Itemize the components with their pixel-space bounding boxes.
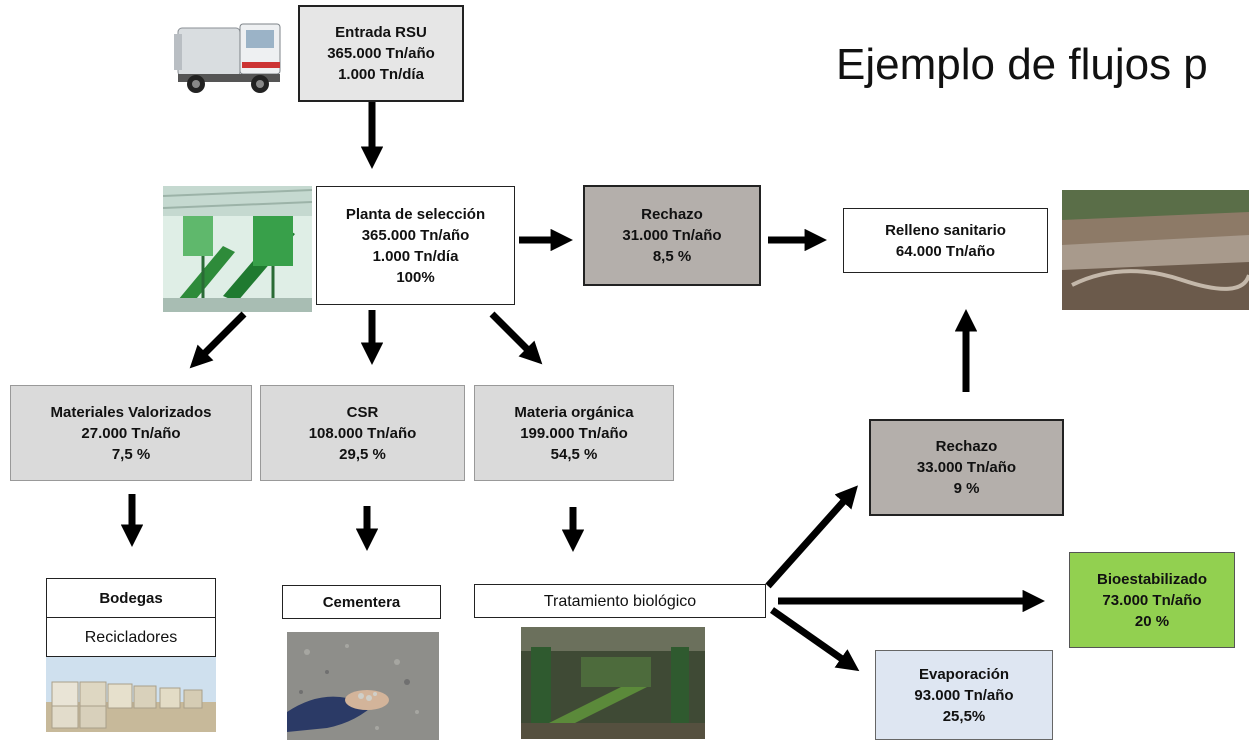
node-planta-percent: 100%: [396, 268, 435, 286]
arrow-tratamiento-to-evaporacion: [769, 607, 860, 672]
node-tratamiento-biologico: Tratamiento biológico: [474, 584, 766, 618]
biological-plant-image: [521, 627, 705, 739]
node-materiales-valorizados: Materiales Valorizados 27.000 Tn/año 7,5…: [10, 385, 252, 481]
sorting-plant-image: [163, 186, 312, 312]
node-rechazo2-annual: 33.000 Tn/año: [916, 459, 1017, 476]
node-relleno-title: Relleno sanitario: [885, 221, 1006, 239]
node-evaporacion-title: Evaporación: [918, 665, 1010, 683]
node-recicladores-title: Recicladores: [84, 628, 178, 646]
node-relleno-sanitario: Relleno sanitario 64.000 Tn/año: [843, 208, 1048, 273]
node-rechazo1-title: Rechazo: [641, 206, 703, 223]
node-planta-seleccion: Planta de selección 365.000 Tn/año 1.000…: [316, 186, 515, 305]
arrow-planta-to-materiales: [189, 311, 247, 369]
node-bodegas: Bodegas: [46, 578, 216, 618]
node-rechazo2-title: Rechazo: [935, 438, 998, 455]
arrow-planta-to-organica: [489, 311, 543, 365]
landfill-image: [1062, 190, 1249, 310]
node-evaporacion-annual: 93.000 Tn/año: [914, 686, 1014, 704]
arrow-tratamiento-to-rechazo2: [765, 485, 858, 589]
node-entrada-annual: 365.000 Tn/año: [327, 45, 435, 62]
node-organica-annual: 199.000 Tn/año: [520, 424, 628, 442]
slide-title: Ejemplo de flujos p: [836, 40, 1208, 89]
node-bioestabilizado: Bioestabilizado 73.000 Tn/año 20 %: [1069, 552, 1235, 648]
node-materiales-annual: 27.000 Tn/año: [81, 424, 181, 442]
node-planta-daily: 1.000 Tn/día: [372, 247, 459, 265]
node-csr: CSR 108.000 Tn/año 29,5 %: [260, 385, 465, 481]
node-entrada-title: Entrada RSU: [335, 24, 427, 41]
node-rechazo-2: Rechazo 33.000 Tn/año 9 %: [869, 419, 1064, 516]
node-planta-title: Planta de selección: [345, 205, 486, 223]
node-rechazo2-percent: 9 %: [953, 480, 980, 497]
node-evaporacion-percent: 25,5%: [942, 707, 986, 725]
node-organica-title: Materia orgánica: [514, 403, 634, 421]
node-bioestabilizado-annual: 73.000 Tn/año: [1102, 591, 1202, 609]
node-evaporacion: Evaporación 93.000 Tn/año 25,5%: [875, 650, 1053, 740]
bales-image: [46, 656, 216, 732]
node-bodegas-title: Bodegas: [99, 589, 163, 607]
node-csr-annual: 108.000 Tn/año: [308, 424, 417, 442]
node-materiales-percent: 7,5 %: [111, 445, 151, 463]
node-csr-title: CSR: [346, 403, 379, 421]
truck-image: [168, 10, 290, 102]
gravel-hand-image: [287, 632, 439, 740]
node-cementera-title: Cementera: [322, 593, 401, 611]
node-tratamiento-title: Tratamiento biológico: [543, 592, 697, 610]
node-materiales-title: Materiales Valorizados: [50, 403, 212, 421]
node-csr-percent: 29,5 %: [339, 445, 386, 463]
node-bioestabilizado-title: Bioestabilizado: [1096, 570, 1208, 588]
node-entrada-rsu: Entrada RSU 365.000 Tn/año 1.000 Tn/día: [298, 5, 464, 102]
node-rechazo1-percent: 8,5 %: [652, 248, 692, 265]
node-organica-percent: 54,5 %: [550, 445, 598, 463]
node-cementera: Cementera: [282, 585, 441, 619]
node-recicladores: Recicladores: [46, 617, 216, 657]
node-relleno-annual: 64.000 Tn/año: [895, 242, 996, 260]
node-planta-annual: 365.000 Tn/año: [361, 226, 470, 244]
node-rechazo-1: Rechazo 31.000 Tn/año 8,5 %: [583, 185, 761, 286]
node-bioestabilizado-percent: 20 %: [1134, 612, 1170, 630]
node-materia-organica: Materia orgánica 199.000 Tn/año 54,5 %: [474, 385, 674, 481]
node-entrada-daily: 1.000 Tn/día: [338, 66, 424, 83]
node-rechazo1-annual: 31.000 Tn/año: [622, 227, 722, 244]
